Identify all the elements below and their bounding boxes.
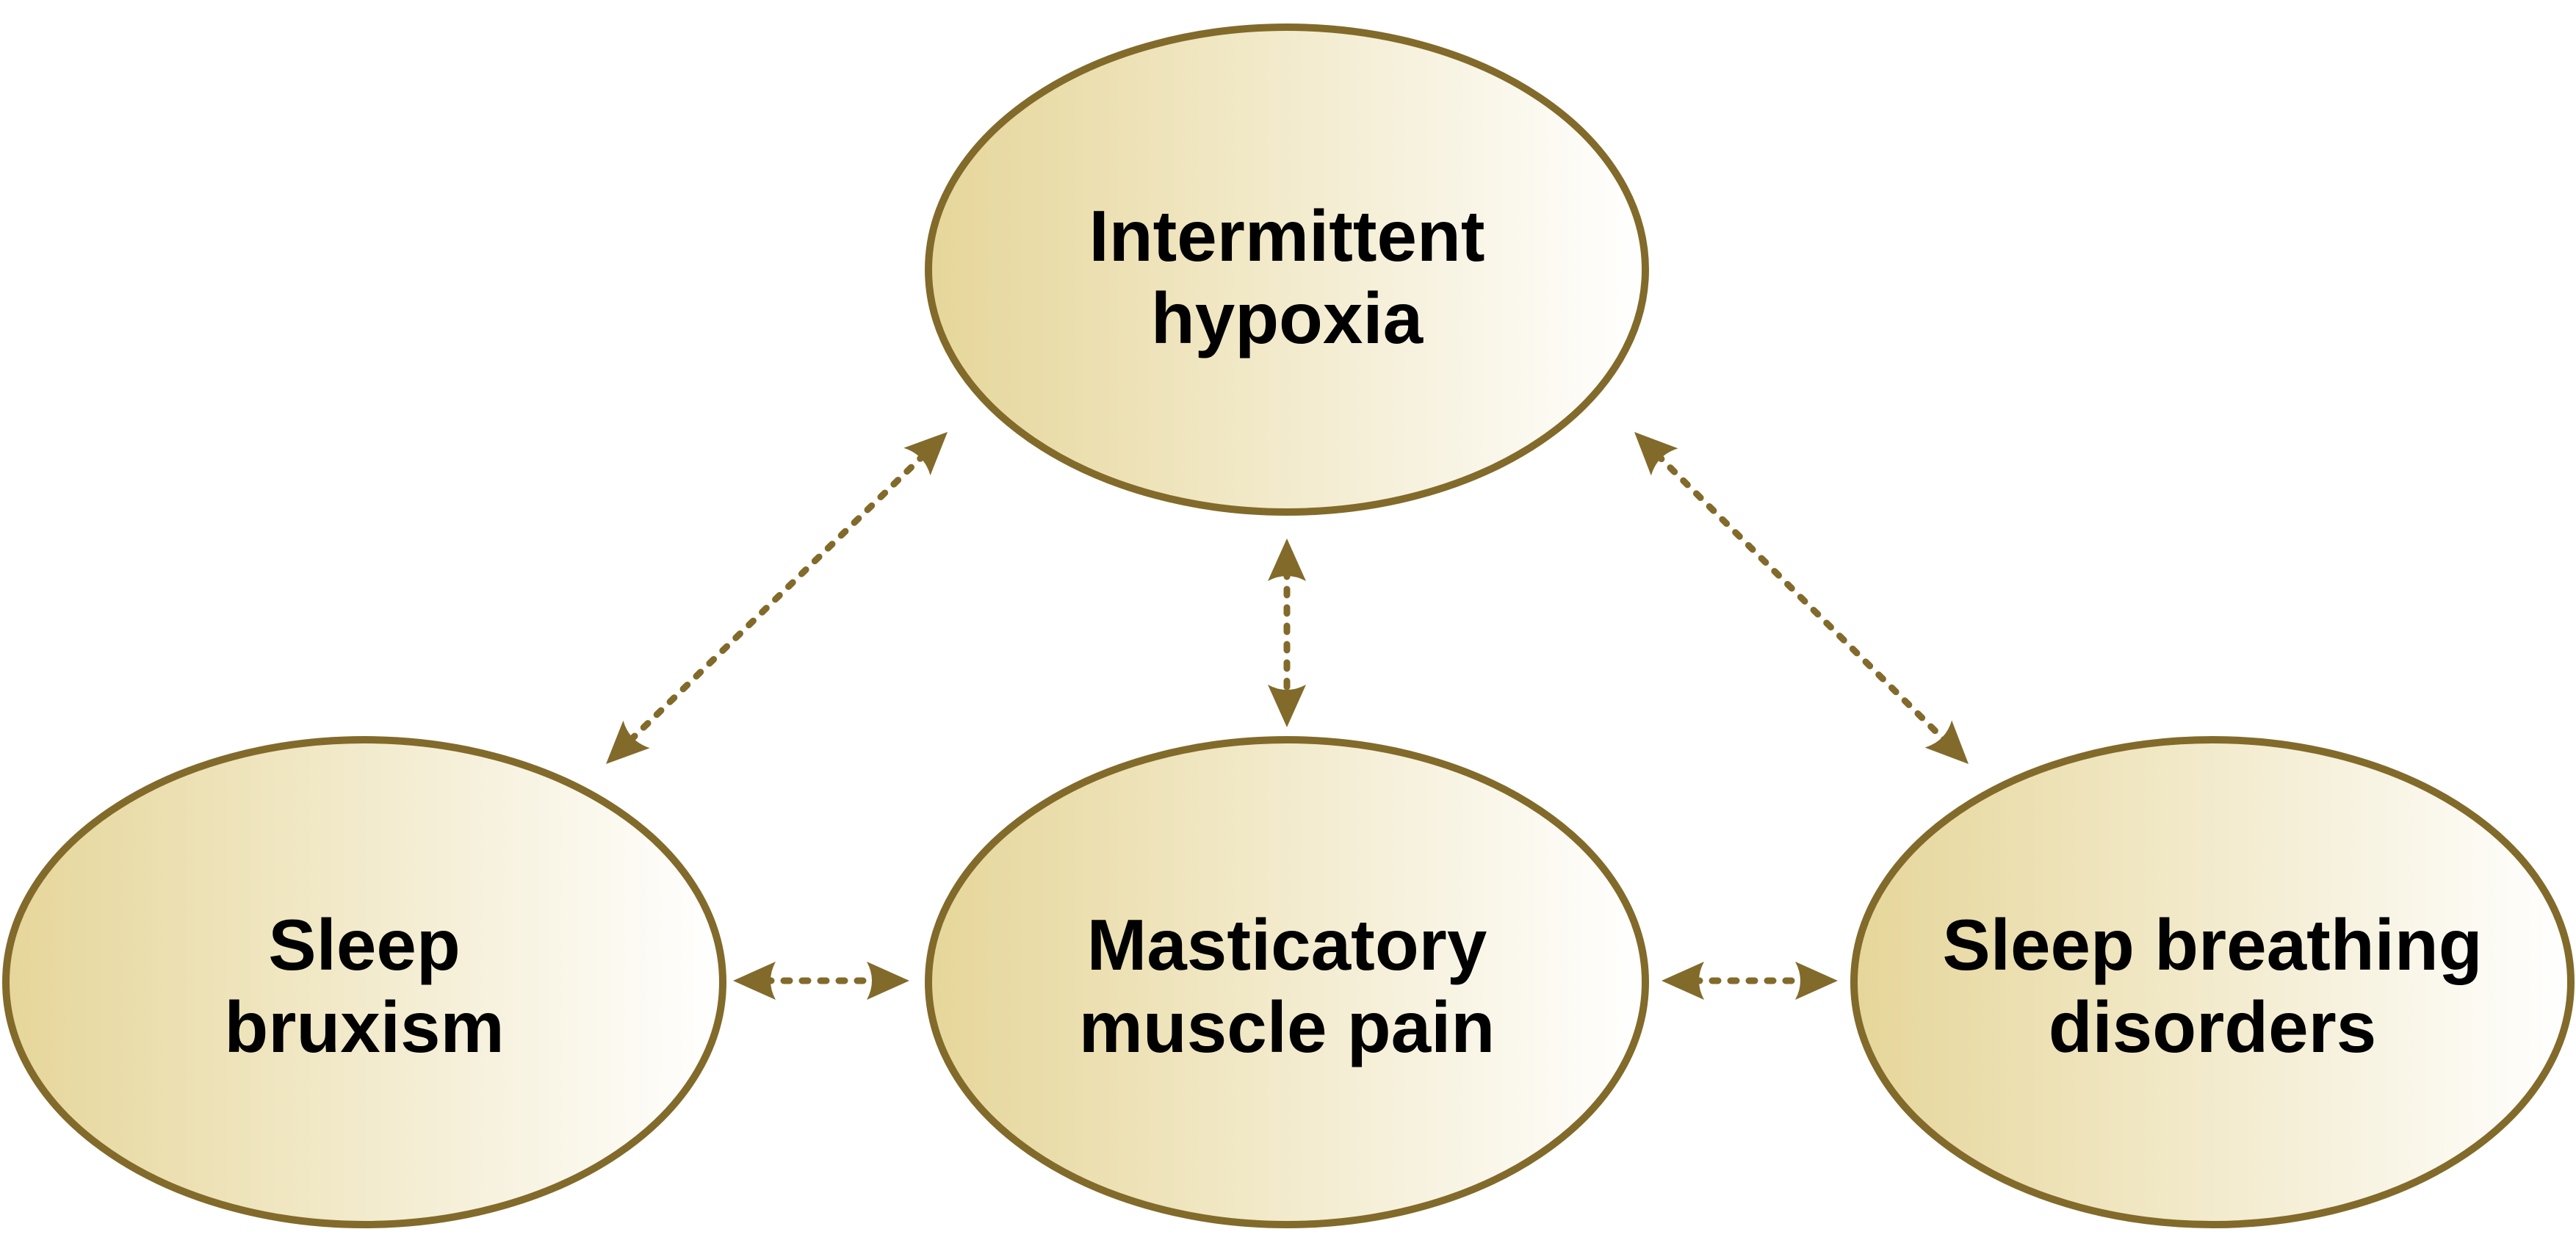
edge-dotted-line: [626, 451, 928, 745]
edges: [606, 432, 1969, 1000]
node-label-line-2: muscle pain: [1079, 987, 1495, 1067]
node-label-line-1: Intermittent: [1089, 195, 1485, 276]
arrowhead-end-icon: [1268, 685, 1306, 727]
node-label-line-1: Sleep: [268, 904, 460, 985]
arrowhead-start-icon: [903, 432, 948, 476]
node-ellipse: [925, 24, 1649, 516]
node-sleep-bruxism: Sleep bruxism: [2, 736, 726, 1228]
node-label-line-2: hypoxia: [1151, 278, 1424, 358]
arrowhead-end-icon: [1924, 720, 1969, 764]
arrowhead-start-icon: [733, 962, 776, 1000]
edge-dotted-line: [1653, 451, 1949, 745]
arrowhead-end-icon: [606, 720, 650, 764]
node-masticatory-muscle-pain: Masticatory muscle pain: [925, 736, 1649, 1228]
edge-hypoxia-bruxism: [606, 432, 948, 764]
node-label-line-2: bruxism: [224, 987, 504, 1067]
arrowhead-end-icon: [1795, 962, 1838, 1000]
node-ellipse: [925, 736, 1649, 1228]
arrowhead-start-icon: [1634, 432, 1678, 476]
arrowhead-start-icon: [1662, 962, 1704, 1000]
node-label-line-1: Masticatory: [1087, 904, 1487, 985]
node-intermittent-hypoxia: Intermittent hypoxia: [925, 24, 1649, 516]
node-sleep-breathing-disorders: Sleep breathing disorders: [1850, 736, 2575, 1228]
edge-muscle-pain-breathing: [1662, 962, 1838, 1000]
node-ellipse: [2, 736, 726, 1228]
node-label-line-2: disorders: [2049, 987, 2377, 1067]
arrowhead-end-icon: [867, 962, 909, 1000]
node-ellipse: [1850, 736, 2575, 1228]
arrowhead-start-icon: [1268, 538, 1306, 581]
edge-hypoxia-breathing: [1634, 432, 1969, 764]
edge-hypoxia-muscle-pain: [1268, 538, 1306, 727]
node-label-line-1: Sleep breathing: [1942, 904, 2482, 985]
edge-bruxism-muscle-pain: [733, 962, 909, 1000]
